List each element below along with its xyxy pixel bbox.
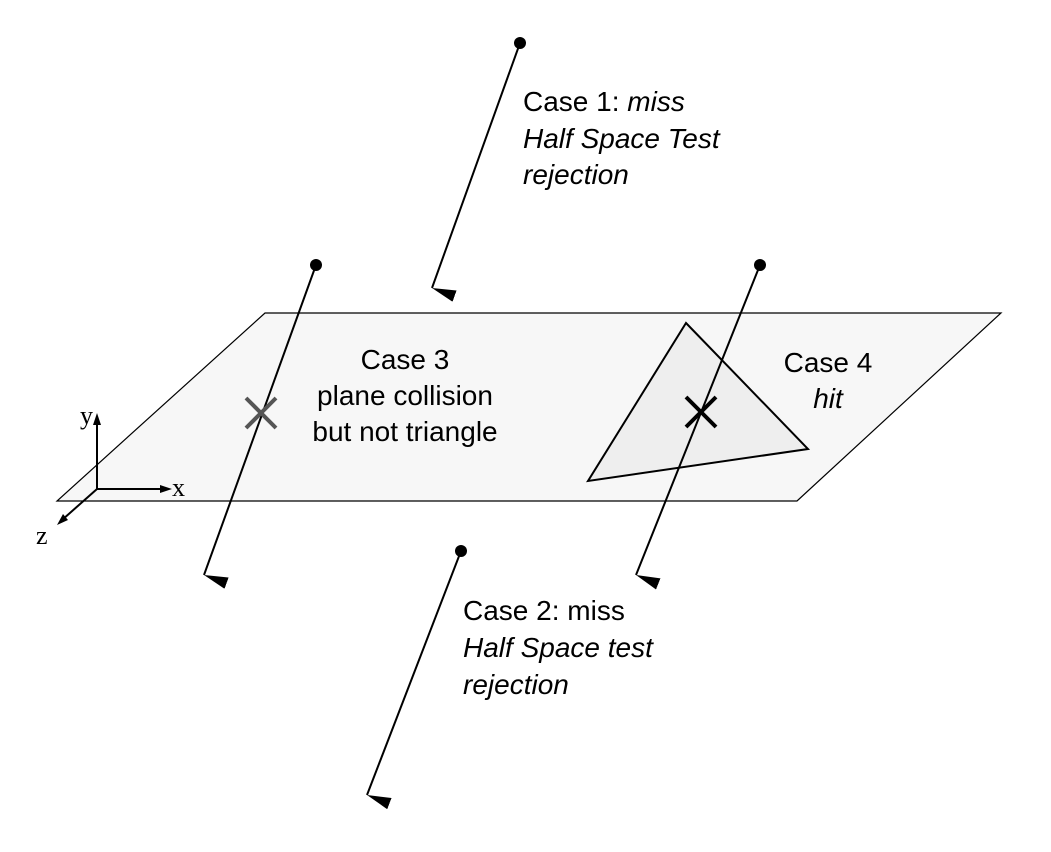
plane-collision-mark [244, 396, 278, 430]
x-axis-arrowhead [160, 485, 172, 493]
ray-case4 [635, 259, 766, 590]
case4-title: Case 4 [784, 347, 873, 378]
z-axis-arrowhead [57, 514, 68, 525]
ray-case1-line [431, 42, 521, 302]
ray-case3-line [203, 264, 317, 589]
case1-title: Case 1: [523, 86, 627, 117]
case3-line2: plane collision [317, 380, 493, 411]
ray-case4-line [635, 264, 761, 590]
case3-title: Case 3 [361, 344, 450, 375]
ray-case1 [431, 37, 526, 302]
ray-case3-origin [310, 259, 322, 271]
case2-line3: rejection [463, 669, 569, 700]
case4-result: hit [813, 383, 844, 414]
ray-case2-origin [455, 545, 467, 557]
case1-line3: rejection [523, 159, 629, 190]
case1-line2: Half Space Test [523, 123, 721, 154]
triangle [586, 321, 811, 483]
x-axis-label: x [172, 473, 185, 502]
triangle-hit-mark [684, 395, 718, 429]
ray-case4-origin [754, 259, 766, 271]
z-axis-label: z [36, 521, 48, 550]
ray-case2-line [366, 550, 462, 810]
case2-line2: Half Space test [463, 632, 654, 663]
case1-label: Case 1: miss [523, 86, 685, 117]
case3-line3: but not triangle [312, 416, 497, 447]
ray-case3 [203, 259, 322, 589]
ray-case2 [366, 545, 467, 810]
ray-case1-origin [514, 37, 526, 49]
coordinate-axes [57, 413, 172, 525]
plane [55, 312, 1003, 502]
y-axis-arrowhead [93, 413, 101, 425]
case2-title: Case 2: miss [463, 595, 625, 626]
z-axis-line [61, 488, 98, 521]
y-axis-label: y [80, 401, 93, 430]
case1-result: miss [627, 86, 685, 117]
